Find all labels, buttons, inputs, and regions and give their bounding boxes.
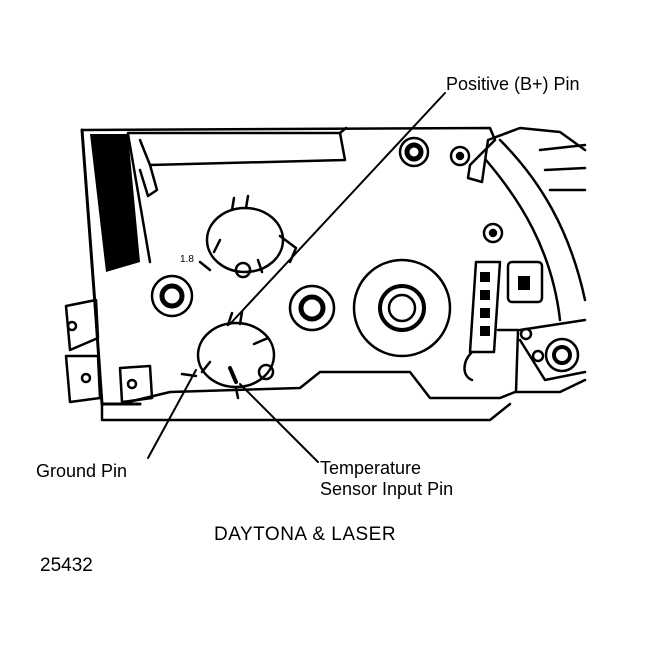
positive-pin-label: Positive (B+) Pin: [446, 74, 580, 94]
temperature-label-line2: Sensor Input Pin: [320, 479, 454, 499]
right-lower-components: [496, 318, 587, 394]
housing-outline: [80, 126, 587, 184]
figure-number: 25432: [40, 555, 93, 576]
figure-caption: DAYTONA & LASER: [214, 524, 397, 545]
left-mount-tab: [64, 298, 100, 352]
left-wall-shade: [90, 134, 140, 272]
temperature-label-line1: Temperature: [320, 458, 422, 478]
positive-pin-callout: [229, 92, 446, 325]
ground-pin-label: Ground Pin: [36, 461, 128, 481]
bottom-plate: [118, 370, 587, 406]
knob-center: [288, 284, 336, 332]
svg-text:1.8: 1.8: [180, 254, 194, 265]
screw-mid-right: [482, 222, 504, 244]
lower-sensor-socket: [180, 310, 276, 400]
right-arc: [484, 158, 562, 322]
temperature-sensor-pin-label: Temperature Sensor Input Pin: [320, 458, 453, 500]
screw-top-right: [449, 145, 471, 167]
upper-sensor-socket: 1.8: [180, 194, 298, 279]
ground-pin-callout: [147, 369, 197, 459]
knob-top: [398, 136, 430, 168]
upper-board: [126, 131, 347, 167]
temp-pin-callout: [239, 383, 319, 463]
center-boss: [352, 258, 452, 358]
knob-left: [150, 274, 194, 318]
resistor-strip: [463, 260, 502, 382]
